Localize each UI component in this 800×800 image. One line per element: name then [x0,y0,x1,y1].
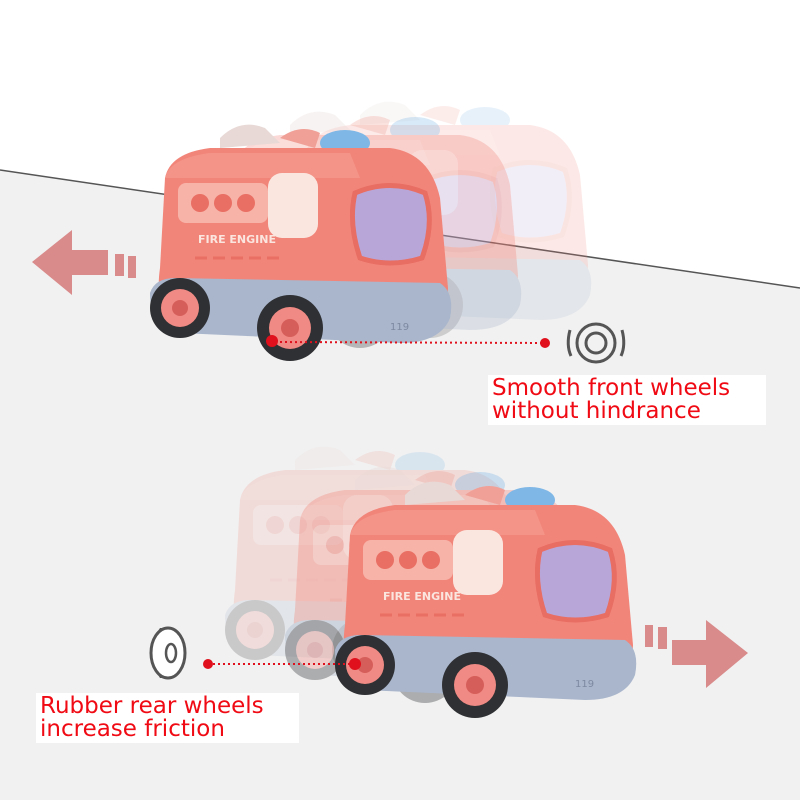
callout-front-wheels: Smooth front wheels without hindrance [488,375,766,425]
truck-plate: 119 [390,322,409,333]
callout-line-top [266,335,550,348]
callout-line-1: Rubber rear wheels [40,693,264,719]
arrow-left-icon [32,230,136,295]
rubber-tire-icon [149,626,187,680]
rotating-wheel-icon [566,322,626,364]
truck-plate: 119 [575,679,594,690]
callout-line-1: Smooth front wheels [492,375,731,401]
callout-line-2: increase friction [40,716,225,742]
truck-side-text: FIRE ENGINE [383,590,461,603]
truck-side-text: FIRE ENGINE [198,233,276,246]
callout-line-bottom [203,658,361,670]
callout-line-2: without hindrance [492,398,701,424]
callout-rear-wheels: Rubber rear wheels increase friction [36,693,299,743]
arrow-right-icon [645,620,748,688]
